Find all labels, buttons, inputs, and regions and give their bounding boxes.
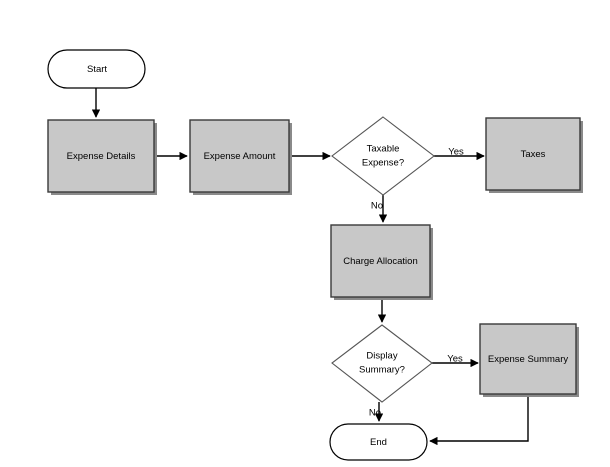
expense-details-label: Expense Details (67, 151, 136, 162)
node-display-summary[interactable]: Display Summary? (331, 324, 433, 403)
display-summary-label-line2: Summary? (359, 365, 405, 376)
end-shape (329, 423, 428, 461)
taxable-expense-label-line1: Taxable (367, 144, 400, 155)
edge-label-taxable-no: No (371, 201, 383, 212)
node-expense-details[interactable]: Expense Details (47, 119, 157, 195)
start-label: Start (87, 64, 107, 75)
expense-summary-shape (479, 323, 577, 395)
charge-allocation-label: Charge Allocation (343, 256, 417, 267)
expense-amount-shape (189, 119, 290, 193)
node-start[interactable]: Start (47, 49, 146, 89)
edge-label-summary-yes: Yes (447, 354, 463, 365)
node-expense-amount[interactable]: Expense Amount (189, 119, 292, 195)
taxes-shape (485, 117, 581, 191)
node-end[interactable]: End (329, 423, 428, 461)
node-taxes[interactable]: Taxes (485, 117, 583, 193)
taxes-label: Taxes (521, 149, 546, 160)
expense-amount-label: Expense Amount (204, 151, 276, 162)
edge-label-taxable-yes: Yes (448, 147, 464, 158)
edge-expense-summary-to-end (429, 397, 529, 446)
node-expense-summary[interactable]: Expense Summary (479, 323, 579, 397)
connectors (91, 88, 529, 446)
charge-allocation-shape (330, 224, 431, 298)
expense-summary-label: Expense Summary (488, 354, 569, 365)
taxable-expense-shape (331, 116, 435, 196)
display-summary-shape (331, 324, 433, 403)
expense-details-shape (47, 119, 155, 193)
taxable-expense-label-line2: Expense? (362, 158, 404, 169)
node-charge-allocation[interactable]: Charge Allocation (330, 224, 433, 300)
display-summary-label-line1: Display (366, 351, 397, 362)
edge-label-summary-no: No (369, 408, 381, 419)
end-label: End (370, 437, 387, 448)
edge-labels: Yes No Yes No (369, 147, 464, 419)
start-shape (47, 49, 146, 89)
node-taxable-expense[interactable]: Taxable Expense? (331, 116, 435, 196)
